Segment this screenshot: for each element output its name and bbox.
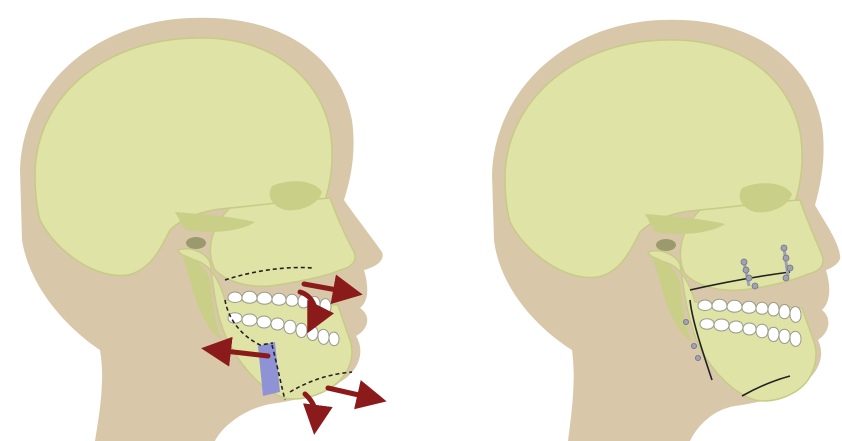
screw	[787, 265, 793, 271]
screw	[781, 245, 787, 251]
screw	[695, 355, 700, 360]
screw	[783, 275, 789, 281]
screw	[752, 283, 758, 289]
screw	[741, 259, 747, 265]
arrow-chin-advance	[328, 388, 372, 398]
left-head-panel	[20, 18, 383, 441]
screw	[746, 275, 752, 281]
skull-maxilla	[210, 198, 355, 286]
screw	[743, 267, 749, 273]
ear-canal	[656, 239, 676, 251]
ear-canal	[186, 237, 206, 249]
arrow-chin-down	[305, 394, 316, 420]
screw	[691, 343, 696, 348]
right-head-panel	[492, 20, 840, 441]
screw	[683, 319, 688, 324]
screw	[783, 255, 789, 261]
